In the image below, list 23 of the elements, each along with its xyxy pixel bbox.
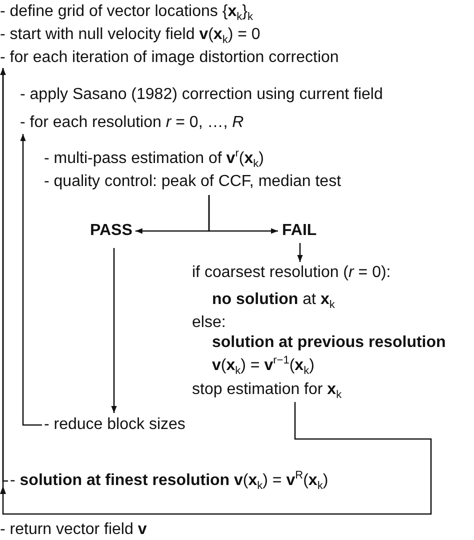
step-text: - apply Sasano (1982) correction using current field xyxy=(20,86,383,104)
step-text: stop estimation for x$_{k}$ xyxy=(192,381,342,399)
step-text: - define grid of vector locations {x$_{k}$}$_{k}$ xyxy=(0,3,253,21)
arrow xyxy=(297,243,303,262)
step-text: - for each resolution r = 0, …, R xyxy=(20,114,244,132)
arrow xyxy=(20,134,42,426)
arrow xyxy=(208,195,278,234)
arrow xyxy=(111,248,117,413)
step-text: - multi-pass estimation of v$^{r}$(x$_{k}$) xyxy=(44,150,264,168)
step-text: - reduce block sizes xyxy=(44,416,186,434)
step-text: no solution at x$_{k}$ xyxy=(212,291,335,309)
bold-step-text: solution at previous resolution xyxy=(212,334,446,352)
step-text: if coarsest resolution (r = 0): xyxy=(192,264,391,282)
bold-step-text: PASS xyxy=(90,222,132,240)
bold-step-text: FAIL xyxy=(282,222,317,240)
step-text: - start with null velocity field v(x$_{k}$) = 0 xyxy=(0,26,260,44)
step-text: - quality control: peak of CCF, median test xyxy=(44,173,342,191)
step-text: - for each iteration of image distortion correction xyxy=(0,49,339,67)
step-text: v(x$_{k}$) = v$^{r−1}$(x$_{k}$) xyxy=(212,357,314,375)
step-text: - solution at finest resolution v(x$_{k}$) = v$^{R}$(x$_{k}$) xyxy=(10,472,328,490)
step-text: else: xyxy=(192,314,226,332)
step-text: - return vector field v xyxy=(0,521,147,539)
arrow xyxy=(0,68,8,482)
